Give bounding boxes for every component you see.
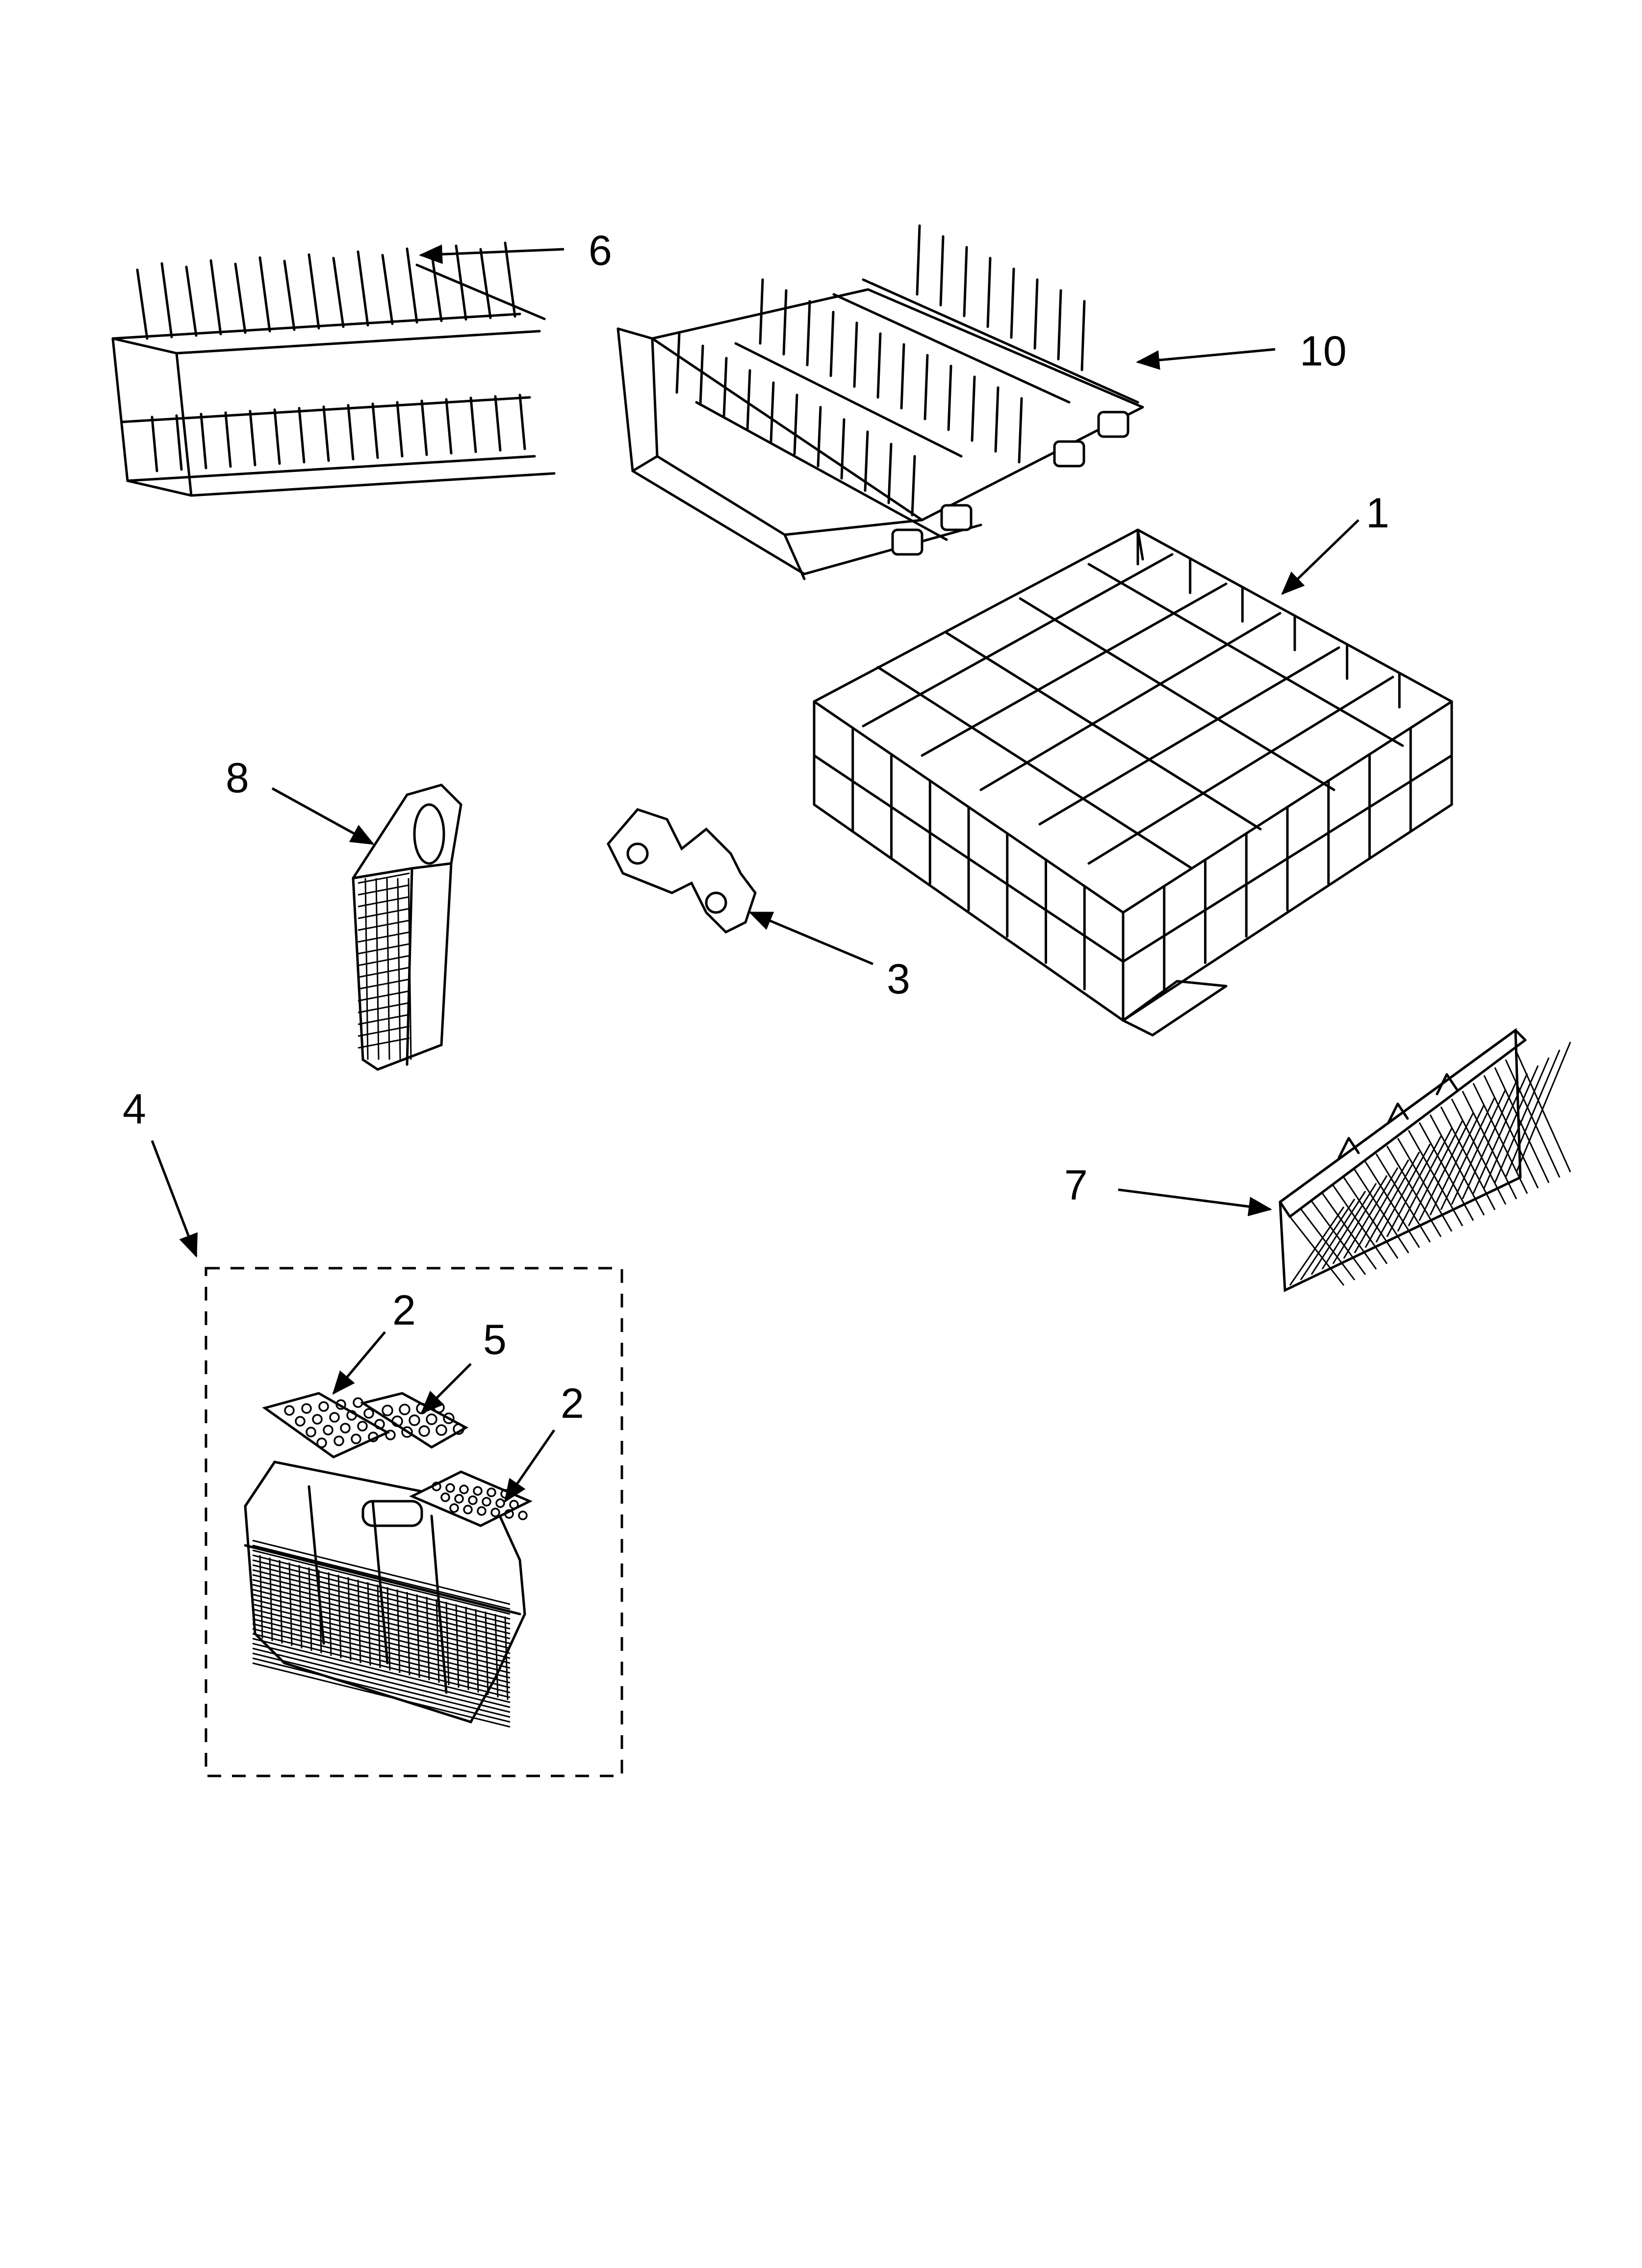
leader-lines [151,244,1360,1503]
callout-5: 5 [483,1316,507,1363]
leader-3 [748,911,873,965]
mesh-panel-part-7 [1279,1028,1571,1292]
callout-10: 10 [1300,328,1347,375]
leader-8 [271,787,375,845]
callout-1: 1 [1366,490,1389,537]
leader-6 [419,244,564,264]
callout-7: 7 [1064,1162,1088,1209]
leader-1 [1281,519,1360,595]
basket-lid-part-2a [262,1392,396,1459]
leader-4 [151,1140,198,1258]
leader-2a [332,1331,386,1395]
callout-6: 6 [589,227,612,274]
callout-3: 3 [887,956,910,1003]
silverware-basket-part-8 [352,783,462,1071]
leader-5 [420,1363,472,1414]
callout-labels: 6 10 1 8 3 7 4 2 5 2 [123,227,1389,1427]
callout-2b: 2 [561,1380,584,1427]
callout-2a: 2 [392,1287,416,1334]
rack-clip-part-3 [607,808,757,934]
leader-7 [1118,1188,1272,1217]
leader-2b [504,1429,556,1503]
lower-dishrack-part-1 [813,528,1453,1037]
basket-assembly-part-4 [205,1267,623,1777]
tine-rack-part-10 [616,224,1144,580]
basket-lid-part-5 [359,1392,469,1449]
callout-8: 8 [226,755,249,802]
tine-rack-part-6 [111,241,556,497]
callout-4: 4 [123,1086,146,1133]
basket-lid-part-2b [409,1470,533,1527]
leader-10 [1136,348,1276,370]
